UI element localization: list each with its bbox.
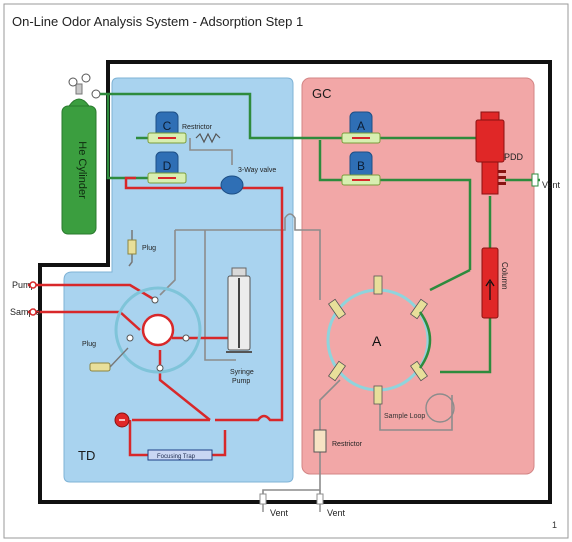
valve-d-label: D (163, 159, 172, 173)
he-cylinder-label: He Cylinder (76, 141, 88, 199)
plug-top-label: Plug (142, 245, 156, 252)
restrictor-bottom-label: Restrictor (332, 441, 363, 448)
red-trap-out (212, 430, 227, 457)
sample-loop-label: Sample Loop (384, 413, 425, 420)
red-trap-in (128, 420, 150, 457)
td-port-3-icon (182, 334, 190, 342)
plug-left-icon (89, 362, 111, 372)
restrictor-top-icon (195, 132, 221, 144)
gc-valve-internal-path (418, 311, 432, 369)
restrictor-top-label: Restrictor (182, 124, 213, 131)
valve-a-label: A (357, 119, 365, 133)
syringe-plunger-head (231, 267, 247, 277)
syringe-pump-label-2: Pump (232, 378, 250, 385)
gray-upper-line (175, 213, 321, 300)
he-cylinder-cap (68, 98, 90, 107)
vent-bottom-left-icon (259, 493, 267, 505)
three-way-valve-icon (220, 175, 244, 195)
vent-right-label: Vent (542, 180, 561, 190)
td-port-2-icon (126, 334, 134, 342)
gc-port-top-icon (373, 275, 383, 295)
plug-left-line (109, 347, 129, 368)
gc-zone-label: GC (312, 86, 332, 101)
he-line-valve-b (318, 140, 472, 270)
pdd-body (475, 119, 505, 163)
vent-bottom-right-label: Vent (327, 508, 346, 518)
regulator-gauge-left-icon (68, 77, 78, 87)
pump-inlet-icon (29, 281, 37, 289)
regulator-gauge-right-icon (81, 73, 91, 83)
diagram-title: On-Line Odor Analysis System - Adsorptio… (12, 14, 303, 29)
gray-to-restrictor (319, 379, 341, 420)
gray-sample-loop-line (379, 395, 453, 431)
sample-label: Sample (10, 307, 41, 317)
he-line-column-out (440, 318, 492, 374)
td-port-4-icon (156, 364, 164, 372)
restrictor-bottom-icon (313, 429, 327, 453)
red-pump-line (28, 283, 156, 302)
vent-bottom-right-icon (316, 493, 324, 505)
focusing-trap (147, 449, 213, 461)
regulator-outlet-icon (91, 89, 101, 99)
gray-to-syringe (204, 340, 236, 361)
syringe-pump-label-1: Syringe (230, 369, 254, 376)
pdd-top (480, 111, 500, 121)
column-label: Column (500, 262, 509, 290)
pdd-label: PDD (504, 152, 524, 162)
gray-lines (159, 138, 453, 498)
td-port-1-icon (151, 296, 159, 304)
focusing-trap-label: Focusing Trap (157, 454, 196, 460)
red-to-trap (158, 350, 211, 421)
pdd-lower (481, 161, 499, 195)
td-zone-label: TD (78, 448, 95, 463)
gc-valve-ports (328, 275, 428, 405)
gc-port-upper-left-icon (328, 298, 346, 320)
gc-port-upper-right-icon (410, 298, 428, 320)
pdd-fin-1 (498, 170, 506, 173)
pump-label: Pump (12, 280, 36, 290)
valve-c-label: C (163, 119, 172, 133)
page-number: 1 (552, 520, 557, 530)
gc-port-lower-left-icon (328, 360, 346, 382)
he-line-to-port (429, 268, 471, 292)
td-rotary-valve-center (141, 313, 175, 347)
sample-inlet-icon (29, 308, 37, 316)
column-flow-arrow-icon (485, 278, 495, 300)
enclosure-outline (38, 60, 552, 504)
vent-bottom-left-label: Vent (270, 508, 289, 518)
sample-loop-coil (425, 393, 455, 423)
gc-rotary-valve-label: A (372, 333, 382, 349)
pdd-fin-3 (498, 182, 506, 185)
plug-top-icon (127, 239, 137, 255)
gc-port-bottom-icon (373, 385, 383, 405)
valve-b-label: B (357, 159, 365, 173)
gc-port-lower-right-icon (410, 360, 428, 382)
plug-left-label: Plug (82, 341, 96, 348)
pdd-fin-2 (498, 176, 506, 179)
three-way-valve-label: 3-Way valve (238, 167, 276, 174)
regulator-stem (75, 83, 83, 95)
vent-right-icon (531, 173, 539, 187)
gray-restrictor-line (189, 138, 233, 165)
td-rotary-valve-ring (114, 286, 202, 374)
